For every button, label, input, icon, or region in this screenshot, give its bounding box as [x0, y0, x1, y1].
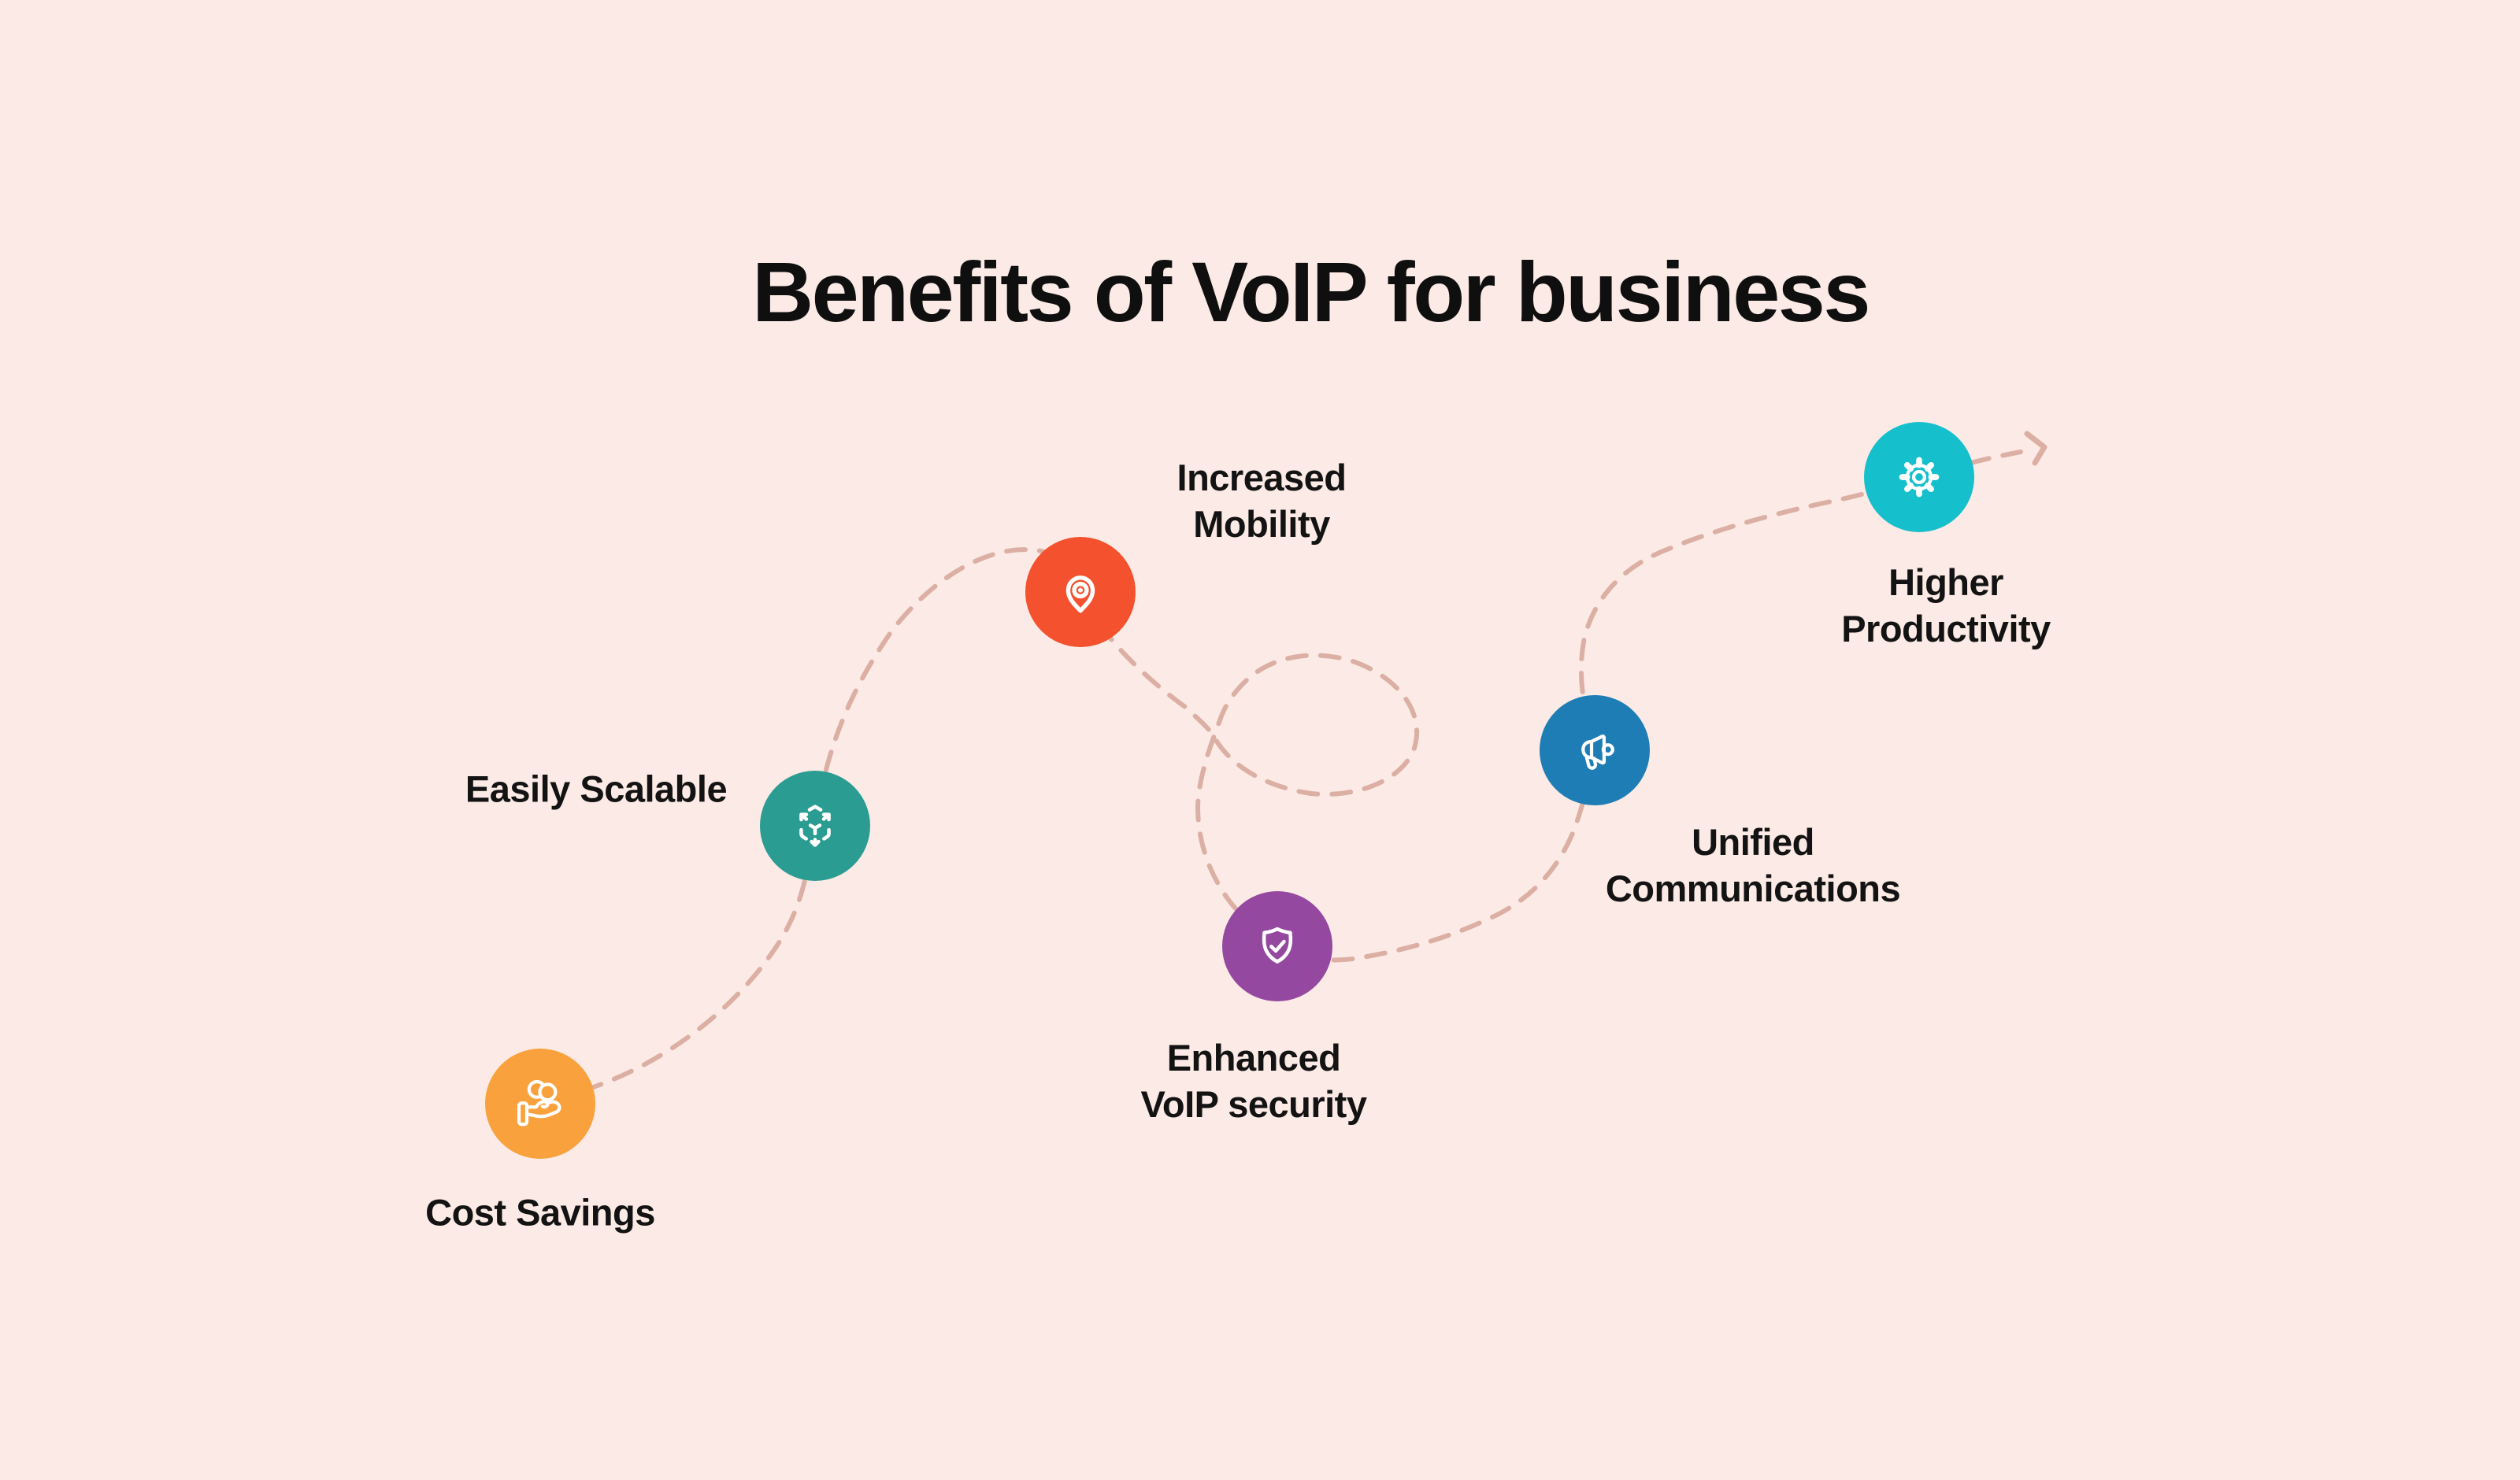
label-higher-productivity: Higher Productivity: [1841, 559, 2051, 652]
hand-coins-icon: [517, 1079, 561, 1127]
label-line: Productivity: [1841, 608, 2051, 649]
page-title: Benefits of VoIP for business: [752, 244, 1870, 340]
enhanced-voip-security-circle: [1222, 891, 1332, 1001]
unified-communications-circle: [1540, 695, 1650, 805]
label-line: Enhanced: [1166, 1036, 1341, 1079]
label-line: Cost Savings: [425, 1191, 655, 1234]
node-unified-communications: [1540, 695, 1650, 805]
label-unified-communications: Unified Communications: [1605, 819, 1901, 912]
label-line: Unified: [1692, 820, 1814, 863]
cost-savings-circle: [485, 1049, 595, 1159]
label-easily-scalable: Easily Scalable: [465, 765, 728, 812]
easily-scalable-circle: [760, 771, 870, 881]
label-line: Increased: [1177, 456, 1347, 498]
route-path: [549, 450, 2023, 1101]
node-cost-savings: [485, 1049, 595, 1159]
node-easily-scalable: [760, 771, 870, 881]
label-cost-savings: Cost Savings: [425, 1189, 655, 1235]
increased-mobility-circle: [1025, 537, 1136, 647]
megaphone-icon: [1581, 734, 1614, 770]
shield-check-icon: [1262, 927, 1293, 964]
route-arrowhead-icon: [2024, 431, 2048, 466]
node-enhanced-voip-security: [1222, 891, 1332, 1001]
label-enhanced-voip-security: Enhanced VoIP security: [1141, 1034, 1367, 1127]
gear-icon: [1899, 457, 1940, 498]
label-line: Mobility: [1193, 503, 1330, 545]
node-increased-mobility: [1025, 537, 1136, 647]
location-pin-icon: [1065, 575, 1095, 613]
scale-3d-icon: [799, 805, 831, 847]
label-line: Communications: [1605, 868, 1901, 909]
label-increased-mobility: Increased Mobility: [1177, 454, 1347, 547]
label-line: VoIP security: [1140, 1083, 1367, 1125]
node-higher-productivity: [1864, 422, 1974, 532]
higher-productivity-circle: [1864, 422, 1974, 532]
label-line: Easily Scalable: [465, 768, 728, 810]
label-line: Higher: [1888, 561, 2003, 603]
